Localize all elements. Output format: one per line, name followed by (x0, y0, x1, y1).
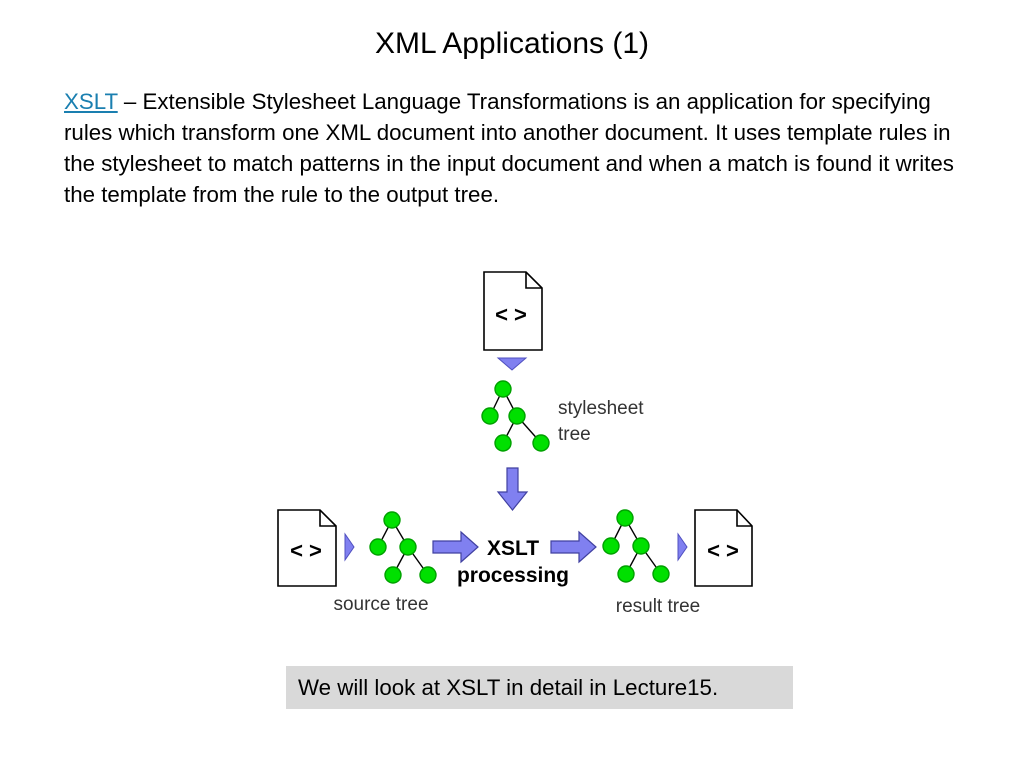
stylesheet-tree-icon (481, 380, 550, 452)
result-right-marker (677, 532, 688, 562)
source-document-icon: < > (277, 509, 337, 587)
result-document-symbol: < > (707, 538, 739, 563)
stylesheet-document-symbol: < > (495, 302, 527, 327)
stylesheet-tree-label-2: tree (558, 424, 591, 445)
xslt-processor-label-2: processing (457, 564, 569, 587)
down-arrow-icon (496, 467, 529, 511)
lecture-note: We will look at XSLT in detail in Lectur… (286, 666, 793, 709)
result-document-icon: < > (694, 509, 753, 587)
stylesheet-down-marker (496, 357, 528, 371)
slide-title: XML Applications (1) (374, 27, 649, 60)
result-tree-label: result tree (616, 596, 700, 617)
output-arrow-icon (550, 530, 597, 564)
xslt-processor-label: XSLT (487, 537, 539, 560)
xslt-link[interactable]: XSLT (64, 89, 118, 114)
source-right-marker (344, 532, 355, 562)
xslt-description-text: – Extensible Stylesheet Language Transfo… (64, 89, 954, 207)
result-tree-icon (602, 509, 670, 583)
source-tree-icon (369, 511, 437, 584)
stylesheet-document-icon: < > (483, 271, 543, 351)
right-arrow-icon (432, 530, 479, 564)
xslt-description: XSLT – Extensible Stylesheet Language Tr… (64, 86, 964, 210)
stylesheet-tree-label: stylesheet (558, 398, 644, 419)
source-document-symbol: < > (290, 538, 322, 563)
source-tree-label: source tree (333, 594, 428, 615)
